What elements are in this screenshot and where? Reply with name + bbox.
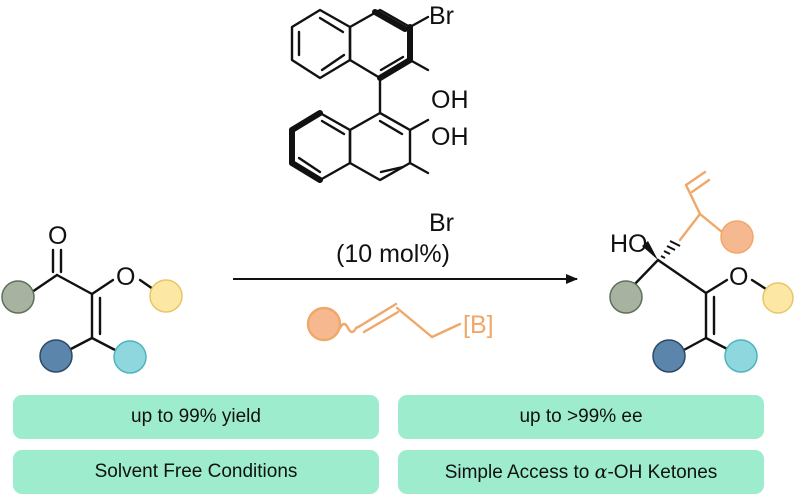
conditions-text: Solvent Free Conditions — [94, 461, 298, 482]
substrate-molecule — [30, 248, 155, 353]
product-substituent-yellow — [762, 282, 794, 314]
access-prefix: Simple Access to — [444, 461, 595, 483]
upper-naphthalene-left-ring — [290, 8, 352, 80]
catalyst-bromo-top: Br — [429, 2, 454, 30]
reagent-boron-label: [B] — [463, 311, 494, 339]
substrate-substituent-grey — [1, 280, 35, 314]
allylboron-reagent — [306, 302, 462, 342]
product-substituent-grey — [609, 280, 643, 314]
product-substituent-blue — [652, 339, 686, 373]
access-alpha: α — [594, 460, 608, 483]
reagent-substituent-orange — [306, 306, 342, 342]
catalyst-hydroxy-bottom: OH — [431, 123, 469, 151]
stereo-wedge-bond — [642, 241, 658, 260]
substrate-substituent-blue — [39, 339, 73, 373]
product-substituent-orange — [720, 220, 754, 254]
stereo-hash-bond — [660, 240, 681, 259]
access-suffix: -OH Ketones — [607, 461, 718, 483]
product-allyl-group — [678, 170, 724, 242]
binol-catalyst — [289, 8, 430, 183]
access-highlight: Simple Access to α-OH Ketones — [398, 450, 764, 494]
product-substituent-teal — [724, 339, 758, 373]
yield-highlight: up to 99% yield — [13, 395, 379, 439]
catalyst-bromo-bottom: Br — [429, 209, 454, 237]
product-hydroxyl-label: HO — [610, 230, 648, 258]
catalyst-hydroxy-top: OH — [431, 86, 469, 114]
substrate-substituent-teal — [113, 340, 147, 374]
substrate-substituent-yellow — [149, 279, 183, 313]
ee-highlight: up to >99% ee — [398, 395, 764, 439]
substrate-ether-oxygen: O — [116, 263, 135, 291]
catalyst-loading: (10 mol%) — [336, 240, 450, 268]
access-text: Simple Access to α-OH Ketones — [445, 461, 718, 484]
yield-text: up to 99% yield — [131, 406, 261, 427]
substrate-carbonyl-oxygen: O — [48, 222, 67, 250]
conditions-highlight: Solvent Free Conditions — [13, 450, 379, 494]
wavy-bond — [338, 322, 362, 334]
product-ether-oxygen: O — [729, 263, 748, 291]
ee-text: up to >99% ee — [519, 406, 643, 427]
lower-naphthalene-right-ring — [348, 111, 412, 182]
